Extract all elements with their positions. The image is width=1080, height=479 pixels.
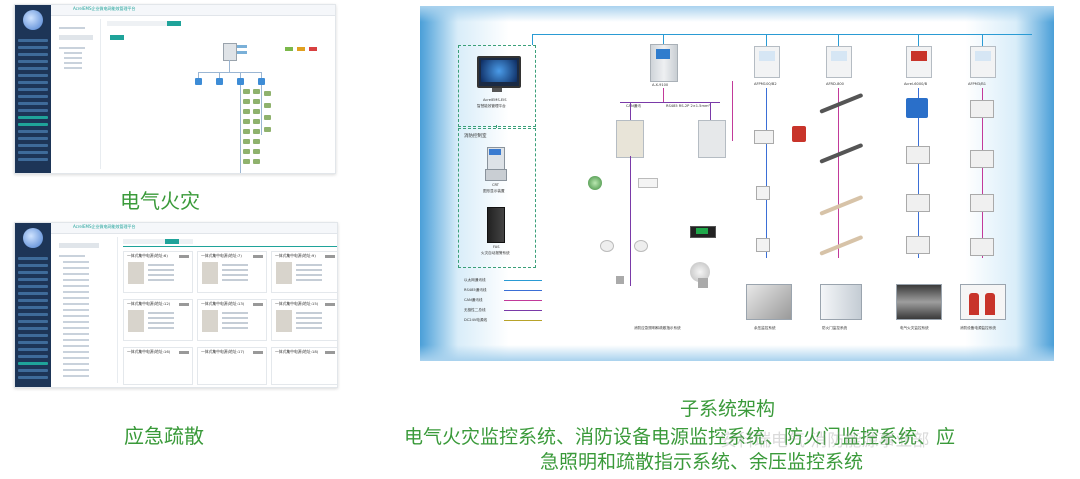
photo-hydrants: [960, 284, 1006, 320]
fire-power-monitor: [754, 46, 780, 78]
power-card[interactable]: 一体式集中电源(地址:6): [123, 251, 193, 293]
power-card[interactable]: 一体式集中电源(地址:7): [197, 251, 267, 293]
card-title: 一体式集中电源(地址:15): [275, 301, 319, 306]
legend-line-2: [504, 300, 542, 301]
card-title: 一体式集中电源(地址:7): [201, 253, 242, 258]
power-card[interactable]: 一体式集中电源(地址:15): [271, 299, 337, 341]
platform-box: AcrelEMS-EIS 智慧能效管理平台: [458, 45, 536, 127]
legend-label-4: DC24V电源线: [464, 318, 488, 322]
card-title: 一体式集中电源(地址:17): [201, 349, 245, 354]
tab-active[interactable]: [167, 21, 181, 26]
top-device-0: A-X-9100: [652, 83, 669, 87]
top-device-3: Acrel-6000/B: [904, 82, 928, 86]
power-card[interactable]: 一体式集中电源(地址:13): [197, 299, 267, 341]
photo-corridor: [896, 284, 942, 320]
top-device-2: AFRD-800: [826, 82, 844, 86]
app-title: AcrelEMS企业微电网能效管理平台: [73, 224, 136, 229]
electrical-fire-host: [906, 46, 932, 78]
card-title: 一体式集中电源(地址:13): [201, 301, 245, 306]
top-device-4: AFPM3/B1: [968, 82, 987, 86]
architecture-subtitle-line1: 电气火灾监控系统、消防设备电源监控系统、防火门监控系统、应: [404, 426, 956, 448]
platform-label-2: 智慧能效管理平台: [477, 104, 506, 108]
bottom-label-2: 防火门监控系统: [822, 326, 848, 330]
power-card[interactable]: 一体式集中电源(地址:18): [271, 347, 337, 385]
bus-label-1: CAN通讯: [626, 104, 641, 108]
platform-label-1: AcrelEMS-EIS: [483, 98, 507, 102]
power-box-b: [698, 120, 726, 158]
tree-panel: [55, 19, 101, 169]
legend-line-1: [504, 290, 542, 291]
bottom-label-4: 消防设备电源监控系统: [960, 326, 996, 330]
top-bar: [51, 5, 335, 16]
power-box-a: [616, 120, 644, 158]
crt-sub: 图形显示装置: [483, 189, 505, 193]
power-card[interactable]: 一体式集中电源(地址:16): [123, 347, 193, 385]
fire-label: FAS: [493, 245, 500, 249]
architecture-diagram: AcrelEMS-EIS 智慧能效管理平台 消防控制室 CRT 图形显示装置 F…: [420, 6, 1054, 361]
sidebar: [15, 5, 51, 173]
residual-pressure-host: [970, 46, 996, 78]
fire-sub: 火灾自动报警系统: [481, 251, 510, 255]
card-title: 一体式集中电源(地址:18): [275, 349, 319, 354]
bottom-label-0: 消防应急照明和疏散指示系统: [634, 326, 681, 330]
card-title: 一体式集中电源(地址:6): [127, 253, 168, 258]
logo-icon: [23, 10, 43, 30]
legend-label-2: CAN通讯线: [464, 298, 483, 302]
legend-line-0: [504, 280, 542, 281]
legend-label-1: RS485通讯线: [464, 288, 487, 292]
tab-active[interactable]: [165, 239, 179, 244]
power-card[interactable]: 一体式集中电源(地址:12): [123, 299, 193, 341]
caption-emergency-evacuation: 应急疏散: [124, 424, 204, 448]
emergency-evacuation-screenshot: AcrelEMS企业微电网能效管理平台 一体式集中电源(地址:6) 一体式集中电…: [14, 222, 338, 388]
bottom-label-1: 余压监控系统: [754, 326, 776, 330]
top-bar: [51, 223, 337, 234]
card-title: 一体式集中电源(地址:12): [127, 301, 171, 306]
legend-label-3: 无极性二总线: [464, 308, 486, 312]
caption-electrical-fire: 电气火灾: [120, 189, 200, 213]
app-title: AcrelEMS企业微电网能效管理平台: [73, 6, 136, 11]
photo-stairwell: [746, 284, 792, 320]
legend-line-3: [504, 310, 542, 311]
watermark: 安科瑞电气·消防能源事业部: [720, 431, 930, 451]
power-card[interactable]: 一体式集中电源(地址:9): [271, 251, 337, 293]
fire-door-monitor: [826, 46, 852, 78]
card-title: 一体式集中电源(地址:16): [127, 349, 171, 354]
host-cabinet: [650, 44, 678, 82]
legend: 以太网通讯线 RS485通讯线 CAN通讯线 无极性二总线 DC24V电源线: [464, 278, 544, 330]
sidebar: [15, 223, 51, 387]
tree-panel: [55, 237, 118, 383]
electrical-fire-screenshot: AcrelEMS企业微电网能效管理平台: [14, 4, 336, 174]
logo-icon: [23, 228, 43, 248]
architecture-title: 子系统架构: [680, 398, 776, 420]
bus-label-2: RS485 RS-2P 2×1.5mm²: [666, 104, 710, 108]
top-device-1: AFPM100/B2: [754, 82, 777, 86]
control-room-label: 消防控制室: [464, 134, 487, 139]
legend-label-0: 以太网通讯线: [464, 278, 486, 282]
crt-label: CRT: [492, 183, 499, 187]
photo-fire-door: [820, 284, 862, 320]
architecture-subtitle-line2: 急照明和疏散指示系统、余压监控系统: [540, 451, 864, 473]
card-title: 一体式集中电源(地址:9): [275, 253, 316, 258]
control-room-box: 消防控制室 CRT 图形显示装置 FAS 火灾自动报警系统: [458, 128, 536, 268]
legend-line-4: [504, 320, 542, 321]
power-card[interactable]: 一体式集中电源(地址:17): [197, 347, 267, 385]
bottom-label-3: 电气火灾监控系统: [900, 326, 929, 330]
